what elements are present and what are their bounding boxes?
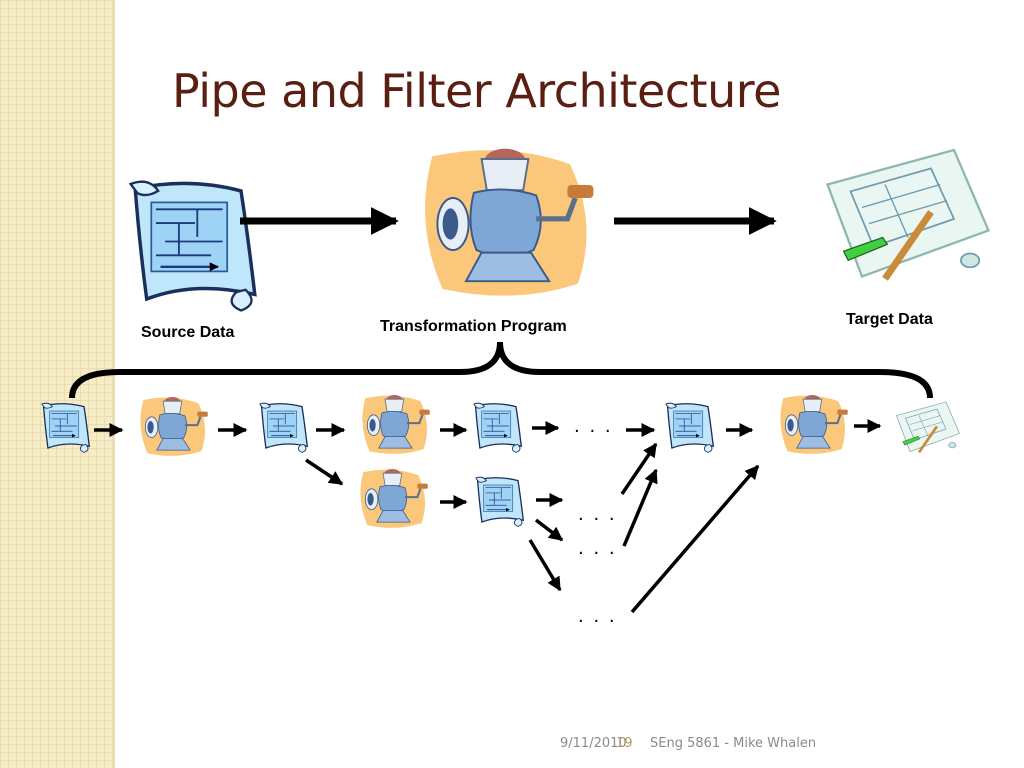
- footer-page-number: 19: [616, 736, 633, 751]
- transformation-program-icon: [425, 149, 593, 296]
- ellipsis-2: . . .: [578, 504, 617, 525]
- arrow-icon: [620, 442, 658, 495]
- arrow-icon: [528, 539, 562, 592]
- target-data-label: Target Data: [846, 311, 933, 328]
- footer-date: 9/11/2010: [560, 736, 627, 751]
- arrow-icon: [305, 458, 344, 486]
- pipeline-scroll-3: [474, 403, 522, 452]
- source-data-label: Source Data: [141, 324, 235, 341]
- pipeline-scroll-1: [42, 403, 90, 452]
- footer-course: SEng 5861 - Mike Whalen: [650, 736, 817, 751]
- pipeline-grinder-3: [779, 394, 849, 455]
- source-data-icon: [131, 182, 255, 311]
- pipeline-scroll-2: [260, 403, 308, 452]
- pipeline-scroll-4: [666, 403, 714, 452]
- ellipsis-1: . . .: [574, 416, 613, 437]
- pipeline-grinder-1: [139, 396, 209, 457]
- branch-grinder: [359, 468, 429, 529]
- target-data-icon: [828, 150, 989, 279]
- arrow-icon: [630, 464, 760, 614]
- brace-icon: [69, 341, 933, 399]
- slide-title: Pipe and Filter Architecture: [172, 64, 781, 118]
- pipeline-target: [895, 400, 961, 454]
- branch-scroll: [476, 477, 524, 526]
- ellipsis-3: . . .: [578, 538, 617, 559]
- pipeline-grinder-2: [361, 394, 431, 455]
- sidebar-divider: [112, 0, 115, 768]
- decorative-sidebar: [0, 0, 112, 768]
- transformation-program-label: Transformation Program: [380, 318, 567, 335]
- ellipsis-4: . . .: [578, 606, 617, 627]
- arrow-icon: [622, 468, 658, 547]
- arrow-icon: [534, 518, 564, 542]
